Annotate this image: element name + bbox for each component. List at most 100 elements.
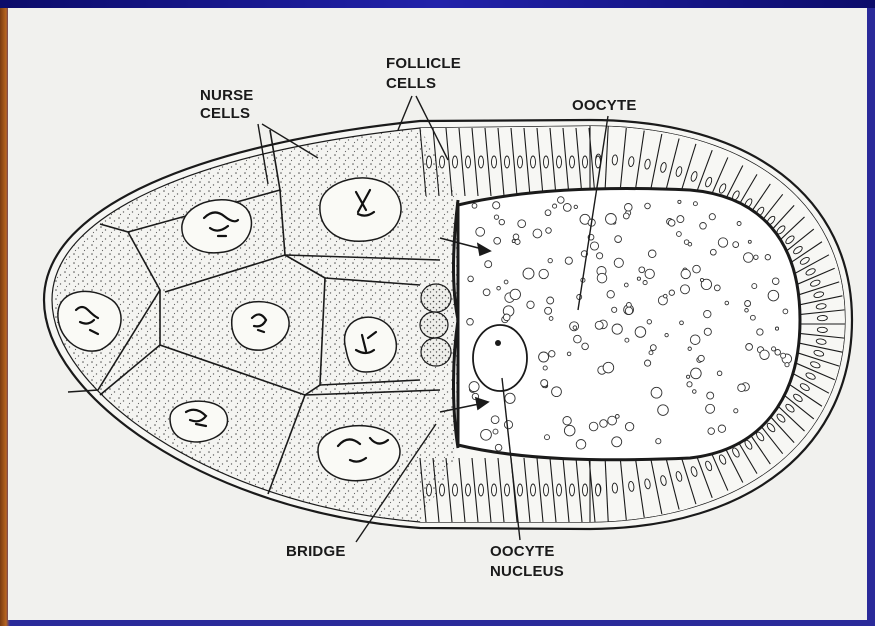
label-oocyte: OOCYTE <box>572 97 637 114</box>
follicle-cell-nucleus <box>466 484 471 496</box>
yolk-granule <box>624 283 628 287</box>
yolk-granule <box>497 286 501 290</box>
follicle-cell-nucleus <box>557 156 562 168</box>
yolk-granule <box>518 220 526 228</box>
yolk-granule <box>651 387 662 398</box>
yolk-granule <box>760 350 769 359</box>
yolk-granule <box>573 326 577 330</box>
yolk-granule <box>574 205 577 208</box>
yolk-granule <box>744 253 754 263</box>
yolk-granule <box>513 234 519 240</box>
yolk-granule <box>687 382 692 387</box>
follicle-cell-nucleus <box>427 484 432 496</box>
follicle-cell-nucleus <box>505 156 510 168</box>
yolk-granule <box>781 353 786 358</box>
yolk-granule <box>546 228 552 234</box>
yolk-granule <box>558 197 565 204</box>
yolk-granule <box>700 278 703 281</box>
yolk-granule <box>709 214 715 220</box>
yolk-granule <box>775 327 778 330</box>
yolk-granule <box>523 268 534 279</box>
follicle-cell-nucleus <box>492 156 497 168</box>
follicle-cell-nucleus <box>570 484 575 496</box>
follicle-cell-nucleus <box>570 156 575 168</box>
yolk-granule <box>612 307 617 312</box>
yolk-granule <box>552 387 562 397</box>
yolk-granule <box>690 335 700 345</box>
follicle-cell-nucleus <box>440 484 445 496</box>
yolk-granule <box>545 210 551 216</box>
follicle-cell-nucleus <box>479 484 484 496</box>
yolk-granule <box>687 375 690 378</box>
yolk-granule <box>645 360 651 366</box>
yolk-granule <box>504 421 512 429</box>
yolk-granule <box>543 366 547 370</box>
yolk-granule <box>468 276 474 282</box>
yolk-granule <box>545 307 552 314</box>
yolk-granule <box>493 429 498 434</box>
follicle-cell-nucleus <box>466 156 471 168</box>
yolk-granule <box>627 303 632 308</box>
yolk-granule <box>541 380 548 387</box>
yolk-granule <box>783 309 788 314</box>
follicle-cell-nucleus <box>817 315 827 321</box>
yolk-granule <box>768 290 779 301</box>
yolk-granule <box>597 253 603 259</box>
yolk-granule <box>707 392 714 399</box>
yolk-granule <box>625 338 629 342</box>
yolk-granule <box>678 200 681 203</box>
yolk-granule <box>533 229 542 238</box>
yolk-granule <box>648 250 656 258</box>
follicle-cell-nucleus <box>479 156 484 168</box>
yolk-granule <box>565 257 572 264</box>
yolk-granule <box>665 333 668 336</box>
follicle-cell-nucleus <box>612 483 618 493</box>
follicle-cell-nucleus <box>453 156 458 168</box>
yolk-granule <box>710 249 716 255</box>
follicle-cell-nucleus <box>544 156 549 168</box>
yolk-granule <box>615 415 619 419</box>
yolk-granule <box>637 277 640 280</box>
yolk-granule <box>472 203 477 208</box>
yolk-granule <box>582 343 589 350</box>
follicle-cell-nucleus <box>612 155 618 165</box>
yolk-granule <box>515 239 520 244</box>
yolk-granule <box>494 215 498 219</box>
yolk-granule <box>510 289 520 299</box>
yolk-granule <box>725 301 729 305</box>
yolk-granule <box>607 291 614 298</box>
follicle-cell-nucleus <box>505 484 510 496</box>
yolk-granule <box>567 352 571 356</box>
yolk-granule <box>738 384 746 392</box>
yolk-granule <box>680 321 684 325</box>
yolk-granule <box>485 261 492 268</box>
yolk-granule <box>481 429 492 440</box>
label-bridge: BRIDGE <box>286 543 346 560</box>
follicle-cell-nucleus <box>427 156 432 168</box>
yolk-granule <box>504 280 508 284</box>
yolk-granule <box>503 314 510 321</box>
follicle-cell-nucleus <box>583 484 588 496</box>
oocyte-nucleus <box>473 325 527 391</box>
yolk-granule <box>467 319 474 326</box>
yolk-granule <box>700 223 707 230</box>
yolk-granule <box>668 220 675 227</box>
yolk-granule <box>693 265 701 273</box>
yolk-granule <box>527 301 534 308</box>
follicle-cell-nucleus <box>518 484 523 496</box>
yolk-granule <box>491 416 499 424</box>
follicle-cell-nucleus <box>518 156 523 168</box>
yolk-granule <box>765 255 770 260</box>
yolk-granule <box>615 236 622 243</box>
yolk-granule <box>635 327 646 338</box>
yolk-granule <box>625 307 632 314</box>
yolk-granule <box>698 355 704 361</box>
yolk-granule <box>757 329 763 335</box>
yolk-granule <box>623 213 629 219</box>
yolk-granule <box>714 285 720 291</box>
yolk-granule <box>708 428 715 435</box>
yolk-granule <box>734 409 738 413</box>
yolk-granule <box>775 350 781 356</box>
yolk-granule <box>772 347 776 351</box>
